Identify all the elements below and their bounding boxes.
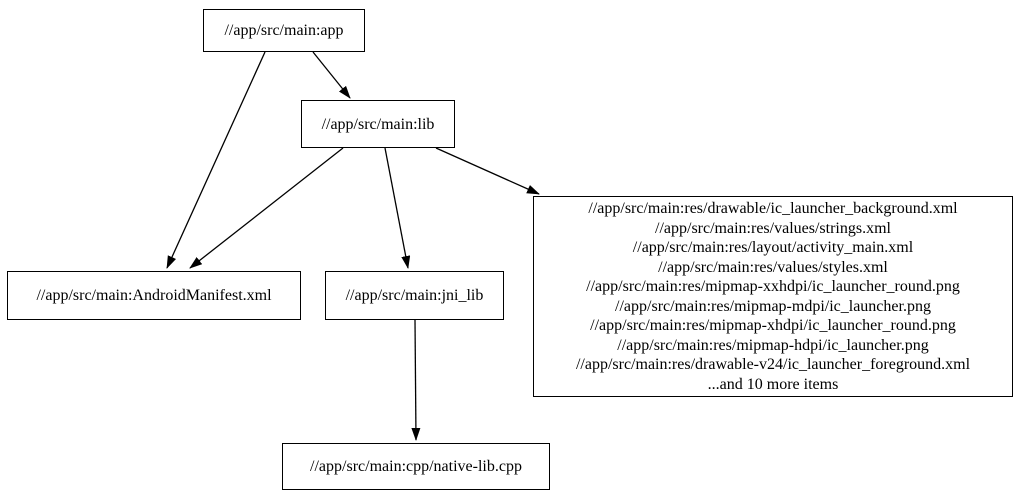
edge-app-to-lib (312, 51, 351, 99)
node-jni-lib: //app/src/main:jni_lib (325, 271, 504, 320)
res-file-more-items: ...and 10 more items (707, 375, 839, 393)
res-file-line: //app/src/main:res/mipmap-mdpi/ic_launch… (615, 297, 931, 315)
res-file-line: //app/src/main:res/mipmap-hdpi/ic_launch… (617, 336, 929, 354)
node-jni-lib-label: //app/src/main:jni_lib (345, 287, 484, 304)
node-app: //app/src/main:app (203, 9, 365, 52)
node-lib-label: //app/src/main:lib (321, 115, 435, 133)
res-file-line: //app/src/main:res/layout/activity_main.… (632, 239, 914, 256)
node-lib: //app/src/main:lib (301, 100, 455, 148)
res-file-line: //app/src/main:res/values/styles.xml (658, 258, 888, 276)
res-file-line: //app/src/main:res/mipmap-xxhdpi/ic_laun… (586, 278, 960, 295)
node-android-manifest-label: //app/src/main:AndroidManifest.xml (36, 287, 272, 304)
res-file-line: //app/src/main:res/drawable/ic_launcher_… (588, 200, 958, 217)
edge-lib-to-jni-lib (384, 147, 411, 269)
res-file-line: //app/src/main:res/drawable-v24/ic_launc… (575, 356, 971, 373)
edge-lib-to-manifest (189, 147, 344, 269)
edge-jni-lib-to-native-lib (411, 319, 421, 441)
edge-app-to-manifest (166, 51, 266, 269)
edge-lib-to-res-group (435, 147, 540, 195)
node-res-file-group: //app/src/main:res/drawable/ic_launcher_… (533, 196, 1013, 397)
node-android-manifest: //app/src/main:AndroidManifest.xml (7, 271, 301, 320)
node-native-lib-cpp: //app/src/main:cpp/native-lib.cpp (282, 443, 550, 490)
res-file-line: //app/src/main:res/values/strings.xml (655, 219, 891, 237)
node-native-lib-cpp-label: //app/src/main:cpp/native-lib.cpp (310, 458, 522, 475)
res-file-line: //app/src/main:res/mipmap-xhdpi/ic_launc… (590, 317, 956, 334)
node-app-label: //app/src/main:app (224, 22, 344, 39)
